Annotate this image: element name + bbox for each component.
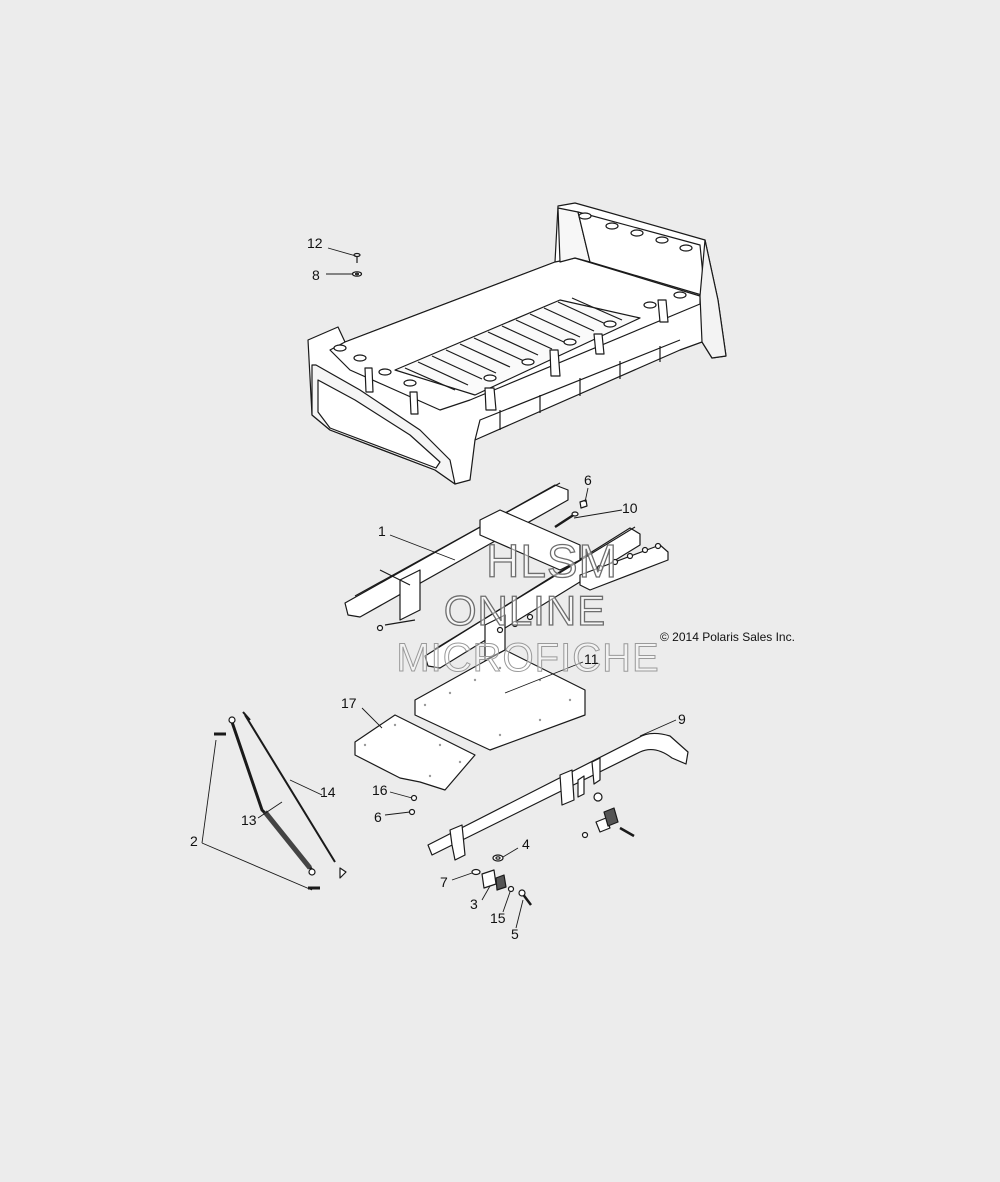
- callout-15: 15: [490, 910, 506, 926]
- nut-6-upper: [579, 499, 588, 509]
- frame-rails: [344, 482, 669, 669]
- callout-14: 14: [320, 784, 336, 800]
- watermark-line-2: ONLINE: [443, 587, 607, 634]
- floor-panel-11: [414, 649, 586, 751]
- watermark-line-3: MICROFICHE: [396, 636, 660, 680]
- callout-2: 2: [190, 833, 198, 849]
- callout-7: 7: [440, 874, 448, 890]
- watermark-line-1: HLSM: [485, 535, 618, 587]
- callout-1: 1: [378, 523, 386, 539]
- callout-6-lower: 6: [374, 809, 382, 825]
- callout-6-upper: 6: [584, 472, 592, 488]
- nut-7: [471, 868, 481, 876]
- callout-16: 16: [372, 782, 388, 798]
- callout-8: 8: [312, 267, 320, 283]
- pin-10: [554, 511, 579, 529]
- gas-strut-13: [228, 716, 316, 876]
- bolt-5: [518, 889, 532, 906]
- callout-3: 3: [470, 896, 478, 912]
- copyright-notice: © 2014 Polaris Sales Inc.: [660, 630, 795, 644]
- support-rod-14: [242, 711, 347, 879]
- callout-9: 9: [678, 711, 686, 727]
- floor-panel-17: [354, 714, 476, 791]
- callout-12: 12: [307, 235, 323, 251]
- callout-5: 5: [511, 926, 519, 942]
- washer-8: [351, 271, 363, 277]
- bracket-3: [481, 869, 507, 891]
- callout-10: 10: [622, 500, 638, 516]
- bolt-12: [353, 252, 361, 263]
- right-bracket: [581, 792, 635, 839]
- callout-17: 17: [341, 695, 357, 711]
- bushing-4: [492, 854, 504, 862]
- callout-4: 4: [522, 836, 530, 852]
- callout-13: 13: [241, 812, 257, 828]
- washer-15: [507, 885, 515, 893]
- cargo-box: [307, 202, 727, 485]
- leader-lines: [201, 247, 677, 929]
- hardware-16-6: [408, 794, 418, 816]
- tailgate-bar-9: [427, 732, 689, 861]
- callout-11: 11: [584, 651, 599, 667]
